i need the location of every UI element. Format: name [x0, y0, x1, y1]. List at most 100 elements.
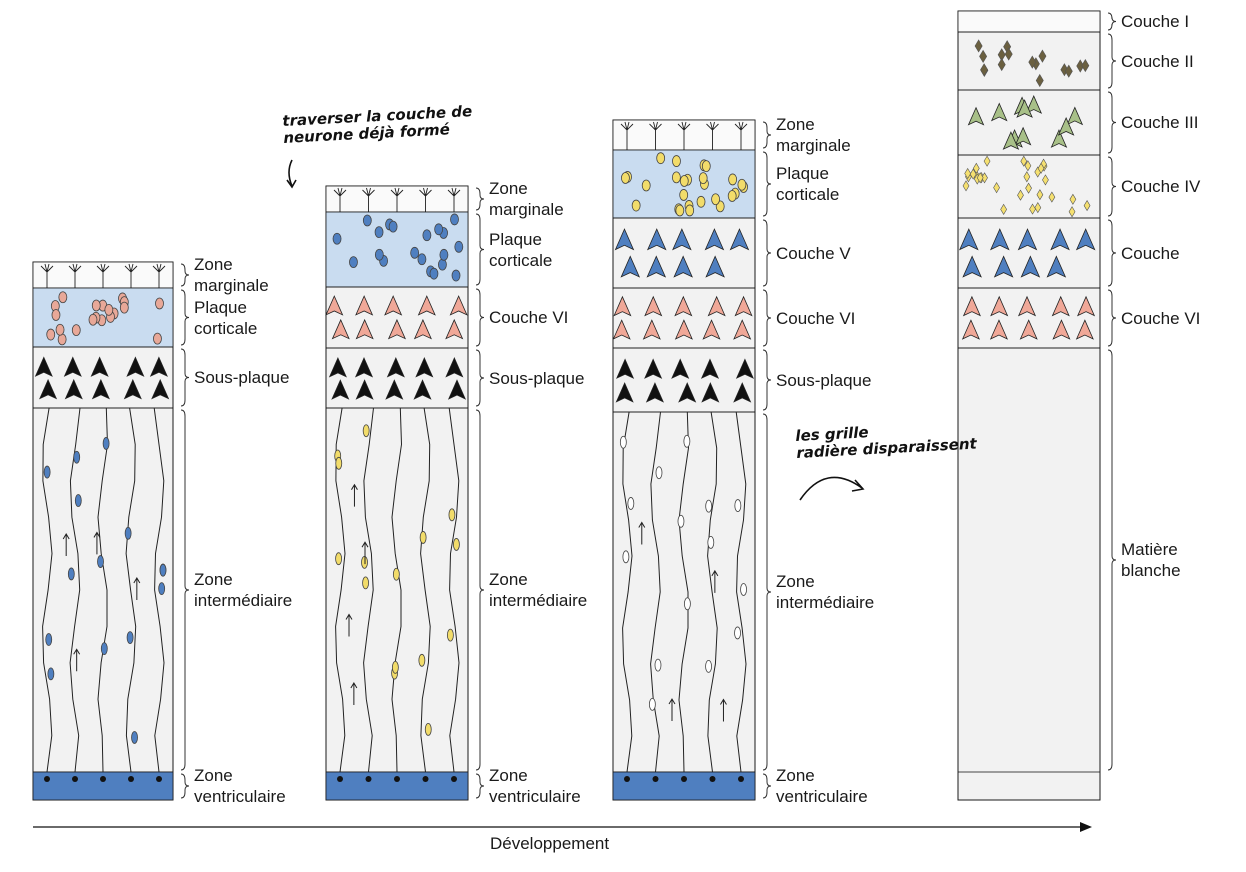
layer-iii-neuron [1002, 131, 1020, 150]
plate-cell [728, 173, 738, 186]
layer-plate [32, 287, 174, 348]
radial-glia-endfoot [40, 263, 54, 288]
radial-glia-fiber [420, 407, 431, 773]
subplate-neuron [700, 358, 720, 379]
layer-iii-neuron [1057, 116, 1075, 136]
layer-brace [475, 213, 485, 286]
plate-cell [727, 190, 737, 202]
subplate-neuron [331, 379, 350, 400]
layer-v-neuron [959, 228, 979, 251]
plate-cell [388, 220, 398, 233]
layer-iv-cell [1029, 203, 1036, 215]
migration-arrow [361, 541, 369, 565]
progenitor-cell-body [738, 776, 744, 782]
migrating-neuron [43, 465, 51, 479]
layer-vi-neuron [734, 295, 753, 317]
layer-ii-cell [997, 58, 1006, 72]
layer-brace [1107, 33, 1117, 89]
layer-vi-neuron [707, 295, 726, 317]
layer-label: Matière blanche [1121, 540, 1181, 580]
radial-glia-fiber [448, 407, 460, 773]
plate-cell [332, 232, 342, 245]
layer-vi-neuron [674, 319, 693, 340]
progenitor-cell-body [337, 776, 343, 782]
layer-brace [475, 773, 485, 799]
layer-label: Zone intermédiaire [489, 570, 588, 610]
radial-glia-endfoot [124, 263, 138, 288]
layer-marginal [32, 261, 174, 289]
radial-glia-endfoot [333, 187, 347, 212]
layer-label: Couche I [1121, 12, 1190, 31]
progenitor-cell-body [100, 776, 106, 782]
layer-iv-cell [993, 182, 1000, 194]
radial-glia-endfoot [68, 263, 82, 288]
layer-ii-cell [974, 39, 983, 53]
migrating-neuron [446, 628, 454, 642]
layer-ii-cell [1081, 59, 1090, 73]
layer-label: Zone ventriculaire [194, 766, 286, 806]
layer-brace [1107, 156, 1117, 217]
progenitor-cell-body [44, 776, 50, 782]
layer-iv-cell [983, 155, 991, 167]
plate-cell [422, 229, 432, 242]
layer-iv-cell [976, 172, 984, 184]
layer-v-neuron [620, 255, 641, 278]
migration-arrow [638, 521, 646, 545]
migrating-neuron [654, 658, 662, 672]
layer-vi-neuron [1017, 295, 1037, 317]
radial-glia-endfoot [734, 121, 748, 150]
migration-arrow [350, 682, 358, 705]
radial-glia-fiber [622, 411, 633, 773]
layer-label: Couche II [1121, 51, 1194, 71]
layer-label: Couche VI [489, 308, 569, 327]
plate-cell [104, 303, 114, 316]
layer-vi-neuron [387, 318, 406, 340]
subplate-neuron [90, 356, 109, 377]
layer-iv-cell [969, 168, 977, 180]
migrating-neuron [74, 494, 82, 507]
layer-iv-cell [1083, 200, 1091, 212]
migrating-neuron [158, 582, 166, 596]
layer-v-neuron [990, 228, 1010, 251]
progenitor-cell-body [451, 776, 457, 782]
layer-ii-cell [1028, 55, 1037, 69]
progenitor-cell-body [128, 776, 134, 782]
subplate-neuron [701, 382, 720, 403]
layer-label: Couche V [776, 243, 851, 263]
plate-cell [88, 313, 98, 326]
plate-cell [671, 171, 681, 184]
layer-vi-neuron [325, 295, 344, 316]
layer-brace [762, 289, 772, 347]
layer-layer-vi [612, 287, 756, 349]
radial-glia-fiber [363, 407, 374, 773]
layer-label: Couche [1121, 243, 1180, 263]
layer-vi-neuron [355, 318, 374, 340]
layer-v-neuron [962, 255, 982, 278]
layer-iv-cell [972, 162, 980, 174]
plate-cell [679, 175, 689, 187]
layer-iv-cell [1048, 191, 1056, 203]
layer-intermediate [325, 407, 469, 773]
plate-cell [450, 213, 459, 226]
layer-vi-neuron [989, 319, 1008, 340]
migration-arrow [668, 698, 676, 722]
migrating-neuron [67, 567, 75, 581]
layer-label: Zone intermédiaire [194, 570, 293, 610]
layer-brace [762, 151, 772, 217]
radial-glia-endfoot [390, 187, 404, 212]
layer-label: Sous-plaque [194, 368, 290, 387]
layer-brace [180, 289, 190, 346]
migrating-neuron [705, 499, 713, 513]
migrating-neuron [677, 514, 685, 528]
migration-arrow [711, 569, 719, 593]
radial-glia-endfoot [649, 121, 662, 150]
layer-iii-neuron [1014, 126, 1032, 146]
layer-layer-vi [325, 286, 469, 349]
layer-vi-neuron [962, 295, 981, 317]
layer-vi-neuron [642, 319, 661, 340]
plate-cell [429, 267, 439, 280]
layer-vi-neuron [413, 318, 432, 340]
plate-cell [46, 328, 56, 341]
plate-cell [675, 204, 685, 217]
plate-cell [155, 297, 164, 310]
